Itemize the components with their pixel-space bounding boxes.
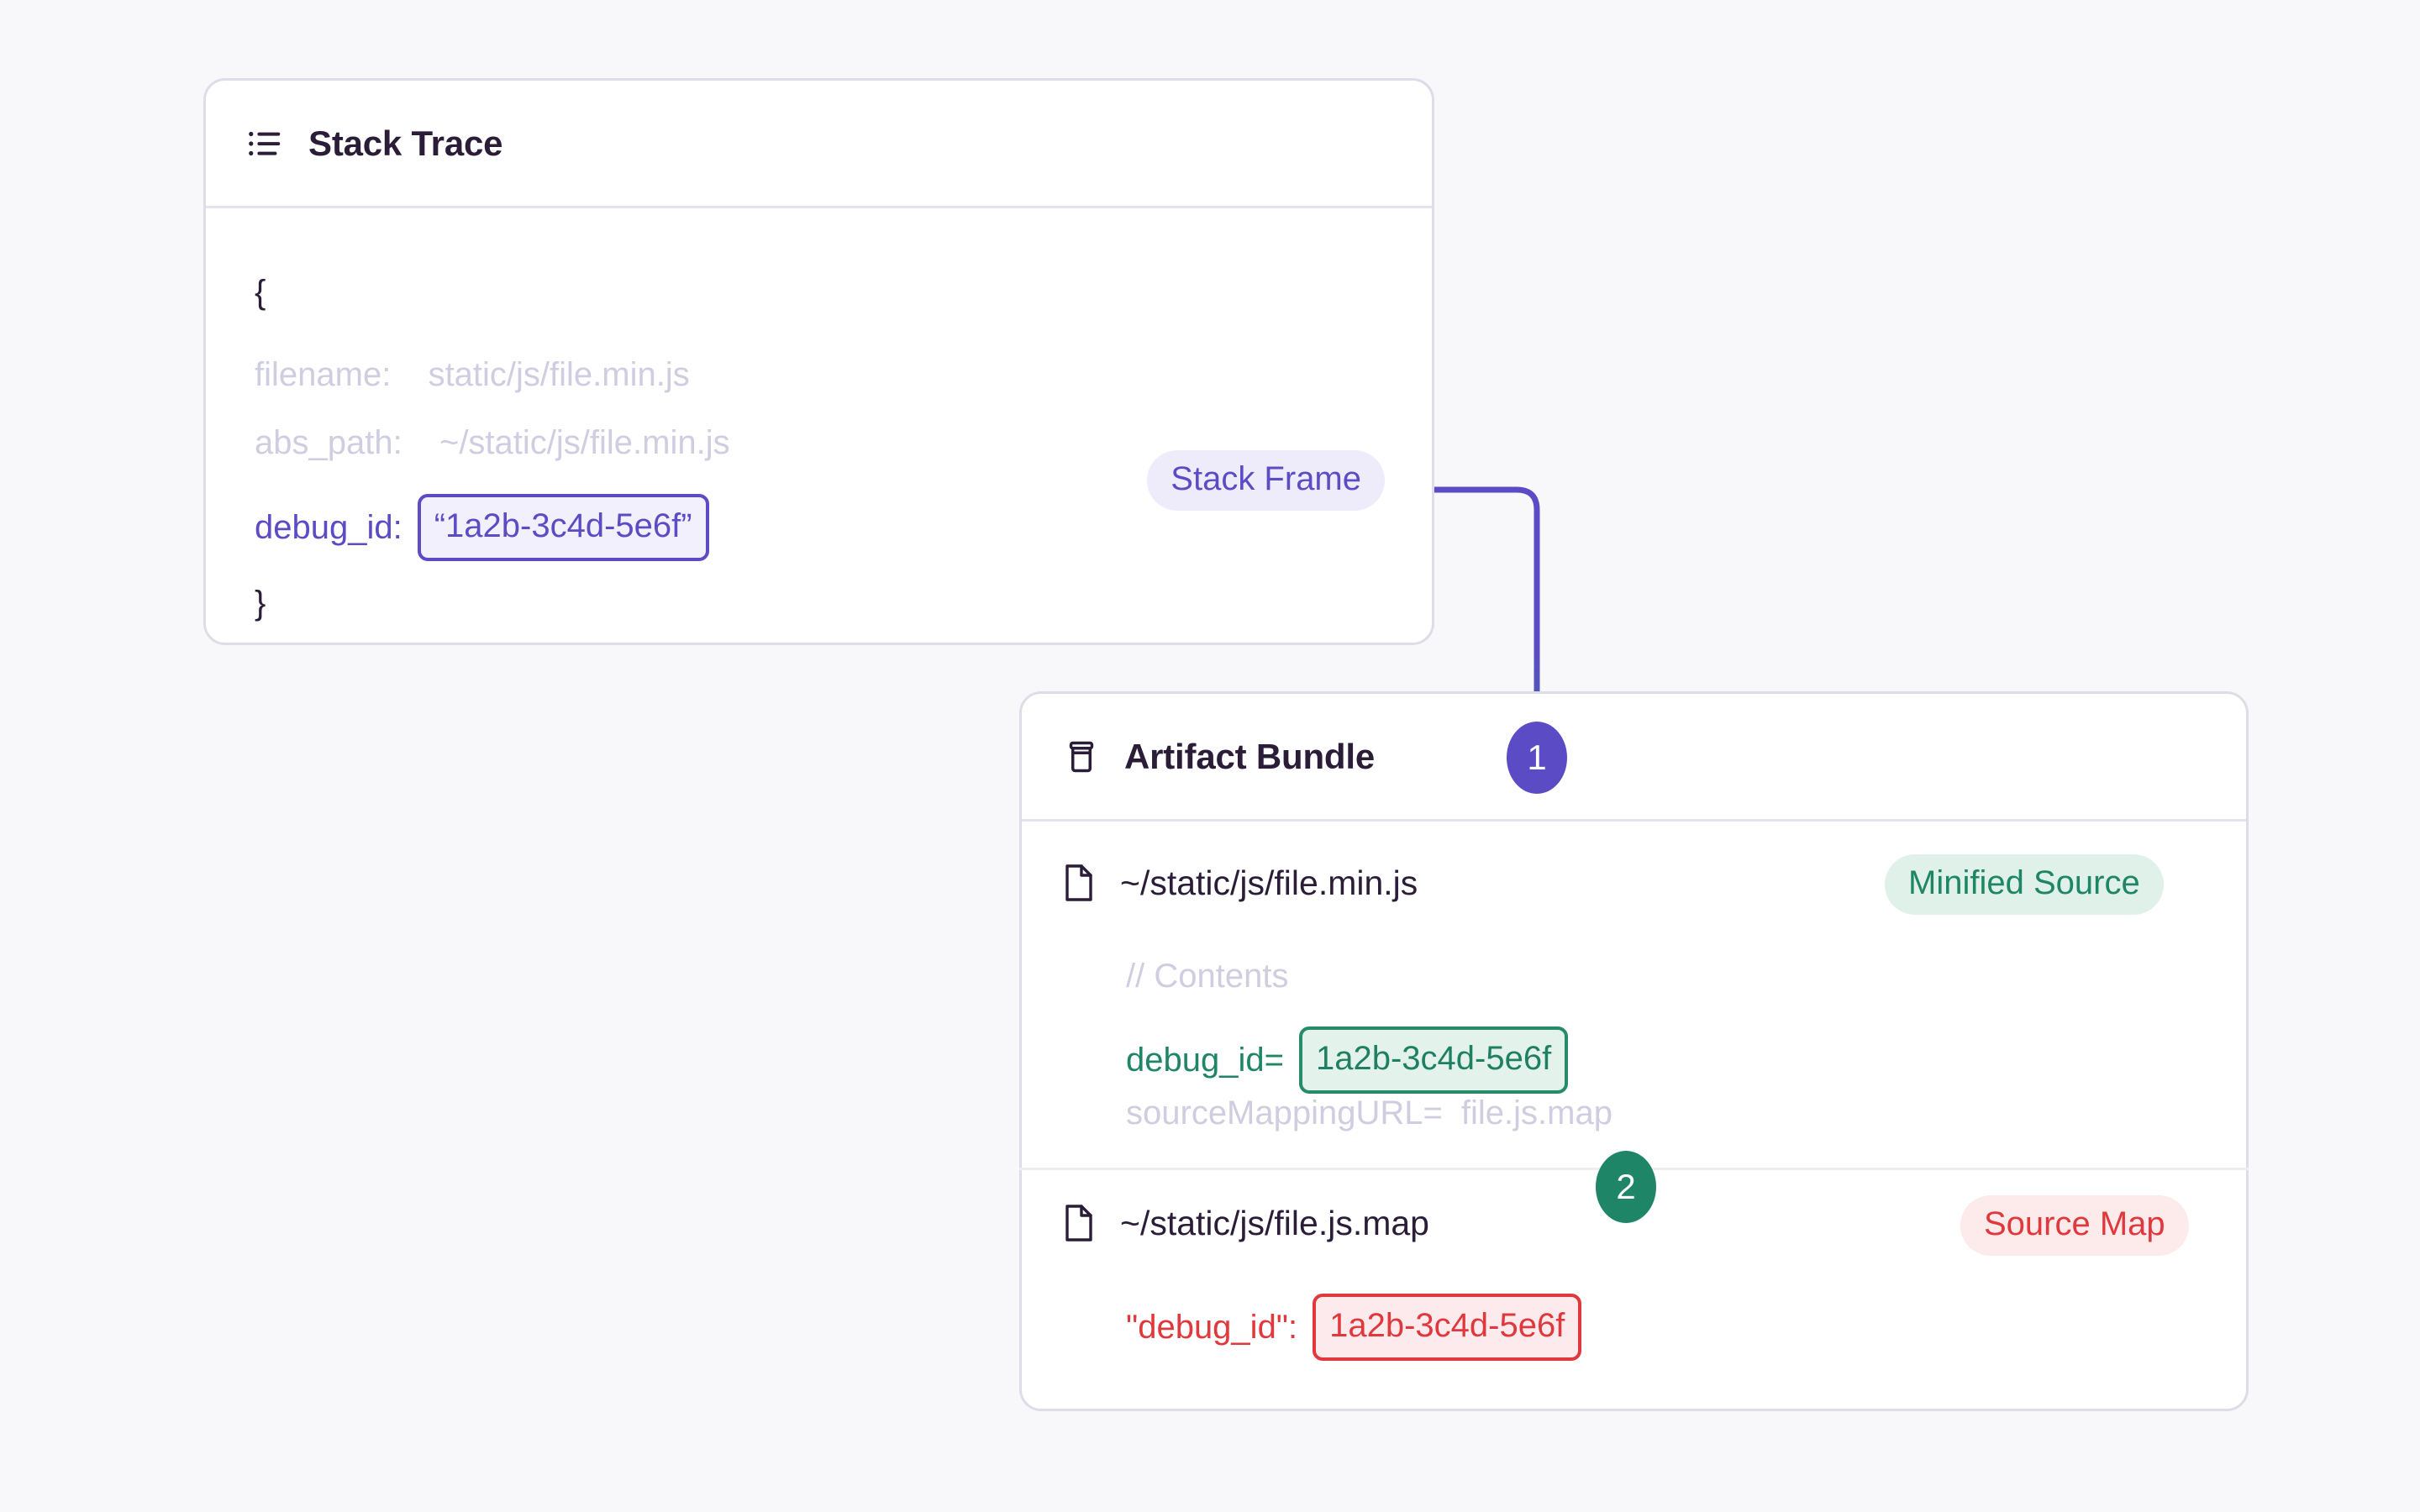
artifact-bundle-title: Artifact Bundle (1124, 736, 1376, 776)
file-row-source-map[interactable]: ~/static/js/file.js.map (1061, 1203, 1429, 1243)
file-row-minified-source[interactable]: ~/static/js/file.min.js (1061, 863, 1418, 903)
stack-field-filename-key: filename: (255, 356, 392, 393)
minified-line-contents-text: // Contents (1126, 958, 1289, 995)
stack-field-debug-id-key: debug_id: (255, 509, 402, 546)
archive-box-icon (1062, 738, 1101, 776)
step-marker-2: 2 (1596, 1151, 1656, 1223)
sourcemap-line-debug-id-value[interactable]: 1a2b-3c4d-5e6f (1313, 1294, 1582, 1361)
connector-stackframe-to-minified (899, 486, 1540, 1026)
stack-trace-title: Stack Trace (308, 123, 503, 163)
code-open-brace: { (255, 274, 266, 311)
status-badge-stack-frame: Stack Frame (1147, 450, 1385, 511)
list-icon (246, 124, 285, 163)
stack-trace-card: Stack Trace { filename: static/js/file.m… (203, 78, 1434, 645)
code-close-brace: } (255, 585, 266, 622)
stack-field-abs-path-key: abs_path: (255, 424, 402, 461)
stack-field-abs-path: abs_path: ~/static/js/file.min.js (255, 426, 730, 459)
stack-field-filename-value: static/js/file.min.js (428, 356, 690, 393)
minified-line-contents: // Contents (1126, 959, 1288, 993)
stack-field-debug-id: debug_id: “1a2b-3c4d-5e6f” (255, 494, 709, 561)
minified-line-sourcemapping-url: sourceMappingURL= file.js.map (1126, 1096, 1612, 1130)
file-name-minified-source: ~/static/js/file.min.js (1120, 863, 1418, 902)
file-icon (1061, 863, 1097, 903)
artifact-bundle-card: Artifact Bundle (1019, 691, 2249, 1411)
file-name-source-map: ~/static/js/file.js.map (1120, 1203, 1429, 1242)
sourcemap-line-debug-id-key: "debug_id": (1126, 1309, 1298, 1346)
status-badge-source-map: Source Map (1960, 1195, 2189, 1256)
stack-field-filename: filename: static/js/file.min.js (255, 358, 690, 391)
stack-field-debug-id-value[interactable]: “1a2b-3c4d-5e6f” (417, 494, 709, 561)
sourcemap-line-debug-id: "debug_id": 1a2b-3c4d-5e6f (1126, 1294, 1582, 1361)
artifact-bundle-header: Artifact Bundle (1022, 694, 2246, 822)
stack-trace-header: Stack Trace (206, 81, 1432, 208)
minified-line-sourcemapping-url-value: file.js.map (1460, 1095, 1612, 1131)
minified-line-sourcemapping-url-key: sourceMappingURL= (1126, 1095, 1443, 1131)
file-icon (1061, 1203, 1097, 1243)
step-marker-1: 1 (1507, 722, 1567, 794)
minified-line-debug-id-key: debug_id= (1126, 1042, 1284, 1079)
status-badge-minified-source: Minified Source (1885, 854, 2164, 915)
minified-line-debug-id-value[interactable]: 1a2b-3c4d-5e6f (1298, 1026, 1569, 1094)
minified-line-debug-id: debug_id= 1a2b-3c4d-5e6f (1126, 1026, 1569, 1094)
stack-field-abs-path-value: ~/static/js/file.min.js (439, 424, 730, 461)
